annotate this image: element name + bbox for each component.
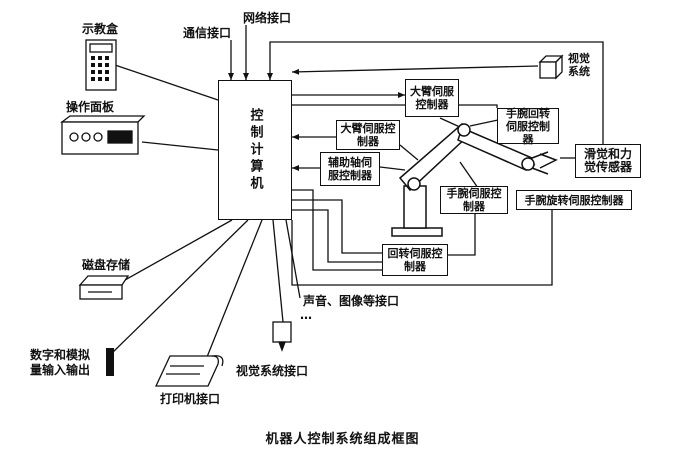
teach-box-label: 示教盒 bbox=[82, 22, 119, 36]
vision-iface-device bbox=[272, 321, 292, 352]
line-wrist-servo-b bbox=[448, 210, 476, 256]
line-top-loop bbox=[267, 41, 604, 158]
line-io bbox=[109, 219, 249, 356]
servo-wrist: 手腕伺服控制器 bbox=[440, 186, 508, 214]
line-rotation-b bbox=[292, 199, 382, 254]
line-rotation-a bbox=[292, 189, 382, 271]
line-disk bbox=[124, 219, 233, 281]
line-panel bbox=[141, 141, 219, 151]
operation-panel-device bbox=[60, 115, 146, 155]
servo-rotation: 回转伺服控制器 bbox=[382, 244, 448, 276]
line-arm-6 bbox=[459, 161, 479, 189]
line-vision-iface bbox=[272, 219, 284, 323]
control-computer: 控制计算机 bbox=[218, 80, 292, 220]
servo-big-arm-1: 大臂伺服控制器 bbox=[405, 79, 459, 117]
line-teach-box bbox=[114, 64, 219, 101]
line-printer bbox=[204, 219, 263, 363]
line-arm-4 bbox=[469, 119, 499, 127]
sound-image-label: 声音、图像等接口 bbox=[303, 294, 400, 308]
teach-box-device bbox=[85, 39, 117, 91]
line-arm-2 bbox=[399, 144, 419, 161]
line-wrist-rot bbox=[285, 102, 498, 108]
network-interface-label: 网络接口 bbox=[243, 11, 292, 25]
ellipsis-label: … bbox=[300, 308, 312, 322]
disk-storage-label: 磁盘存储 bbox=[82, 258, 131, 272]
io-label-line1: 数字和模拟 bbox=[30, 348, 91, 362]
printer-device bbox=[154, 355, 224, 387]
line-arm-3 bbox=[379, 166, 406, 171]
diagram-caption: 机器人控制系统组成框图 bbox=[265, 432, 420, 447]
line-sound bbox=[285, 219, 301, 299]
vision-system-device bbox=[538, 54, 564, 80]
line-wrist-spin bbox=[291, 198, 553, 286]
robot-arm bbox=[391, 122, 558, 237]
comm-interface-label: 通信接口 bbox=[183, 26, 232, 40]
servo-aux-axis: 辅助轴伺服控制器 bbox=[320, 152, 380, 186]
slip-force-sensor: 滑觉和力觉传感器 bbox=[575, 144, 641, 178]
vision-system-label: 视觉系统 bbox=[568, 52, 590, 78]
servo-wrist-spin: 手腕旋转伺服控制器 bbox=[516, 190, 632, 210]
printer-label: 打印机接口 bbox=[160, 392, 221, 406]
operation-panel-label: 操作面板 bbox=[66, 100, 115, 114]
line-vision bbox=[291, 65, 539, 75]
servo-big-arm-2: 大臂伺服控制器 bbox=[336, 120, 400, 150]
line-wrist-servo bbox=[292, 209, 382, 263]
servo-wrist-rotation: 手腕回转伺服控制器 bbox=[497, 107, 559, 146]
vision-iface-label: 视觉系统接口 bbox=[236, 364, 309, 378]
io-connector-device bbox=[106, 348, 114, 376]
io-label-line2: 量输入输出 bbox=[30, 363, 91, 377]
disk-storage-device bbox=[78, 275, 130, 300]
